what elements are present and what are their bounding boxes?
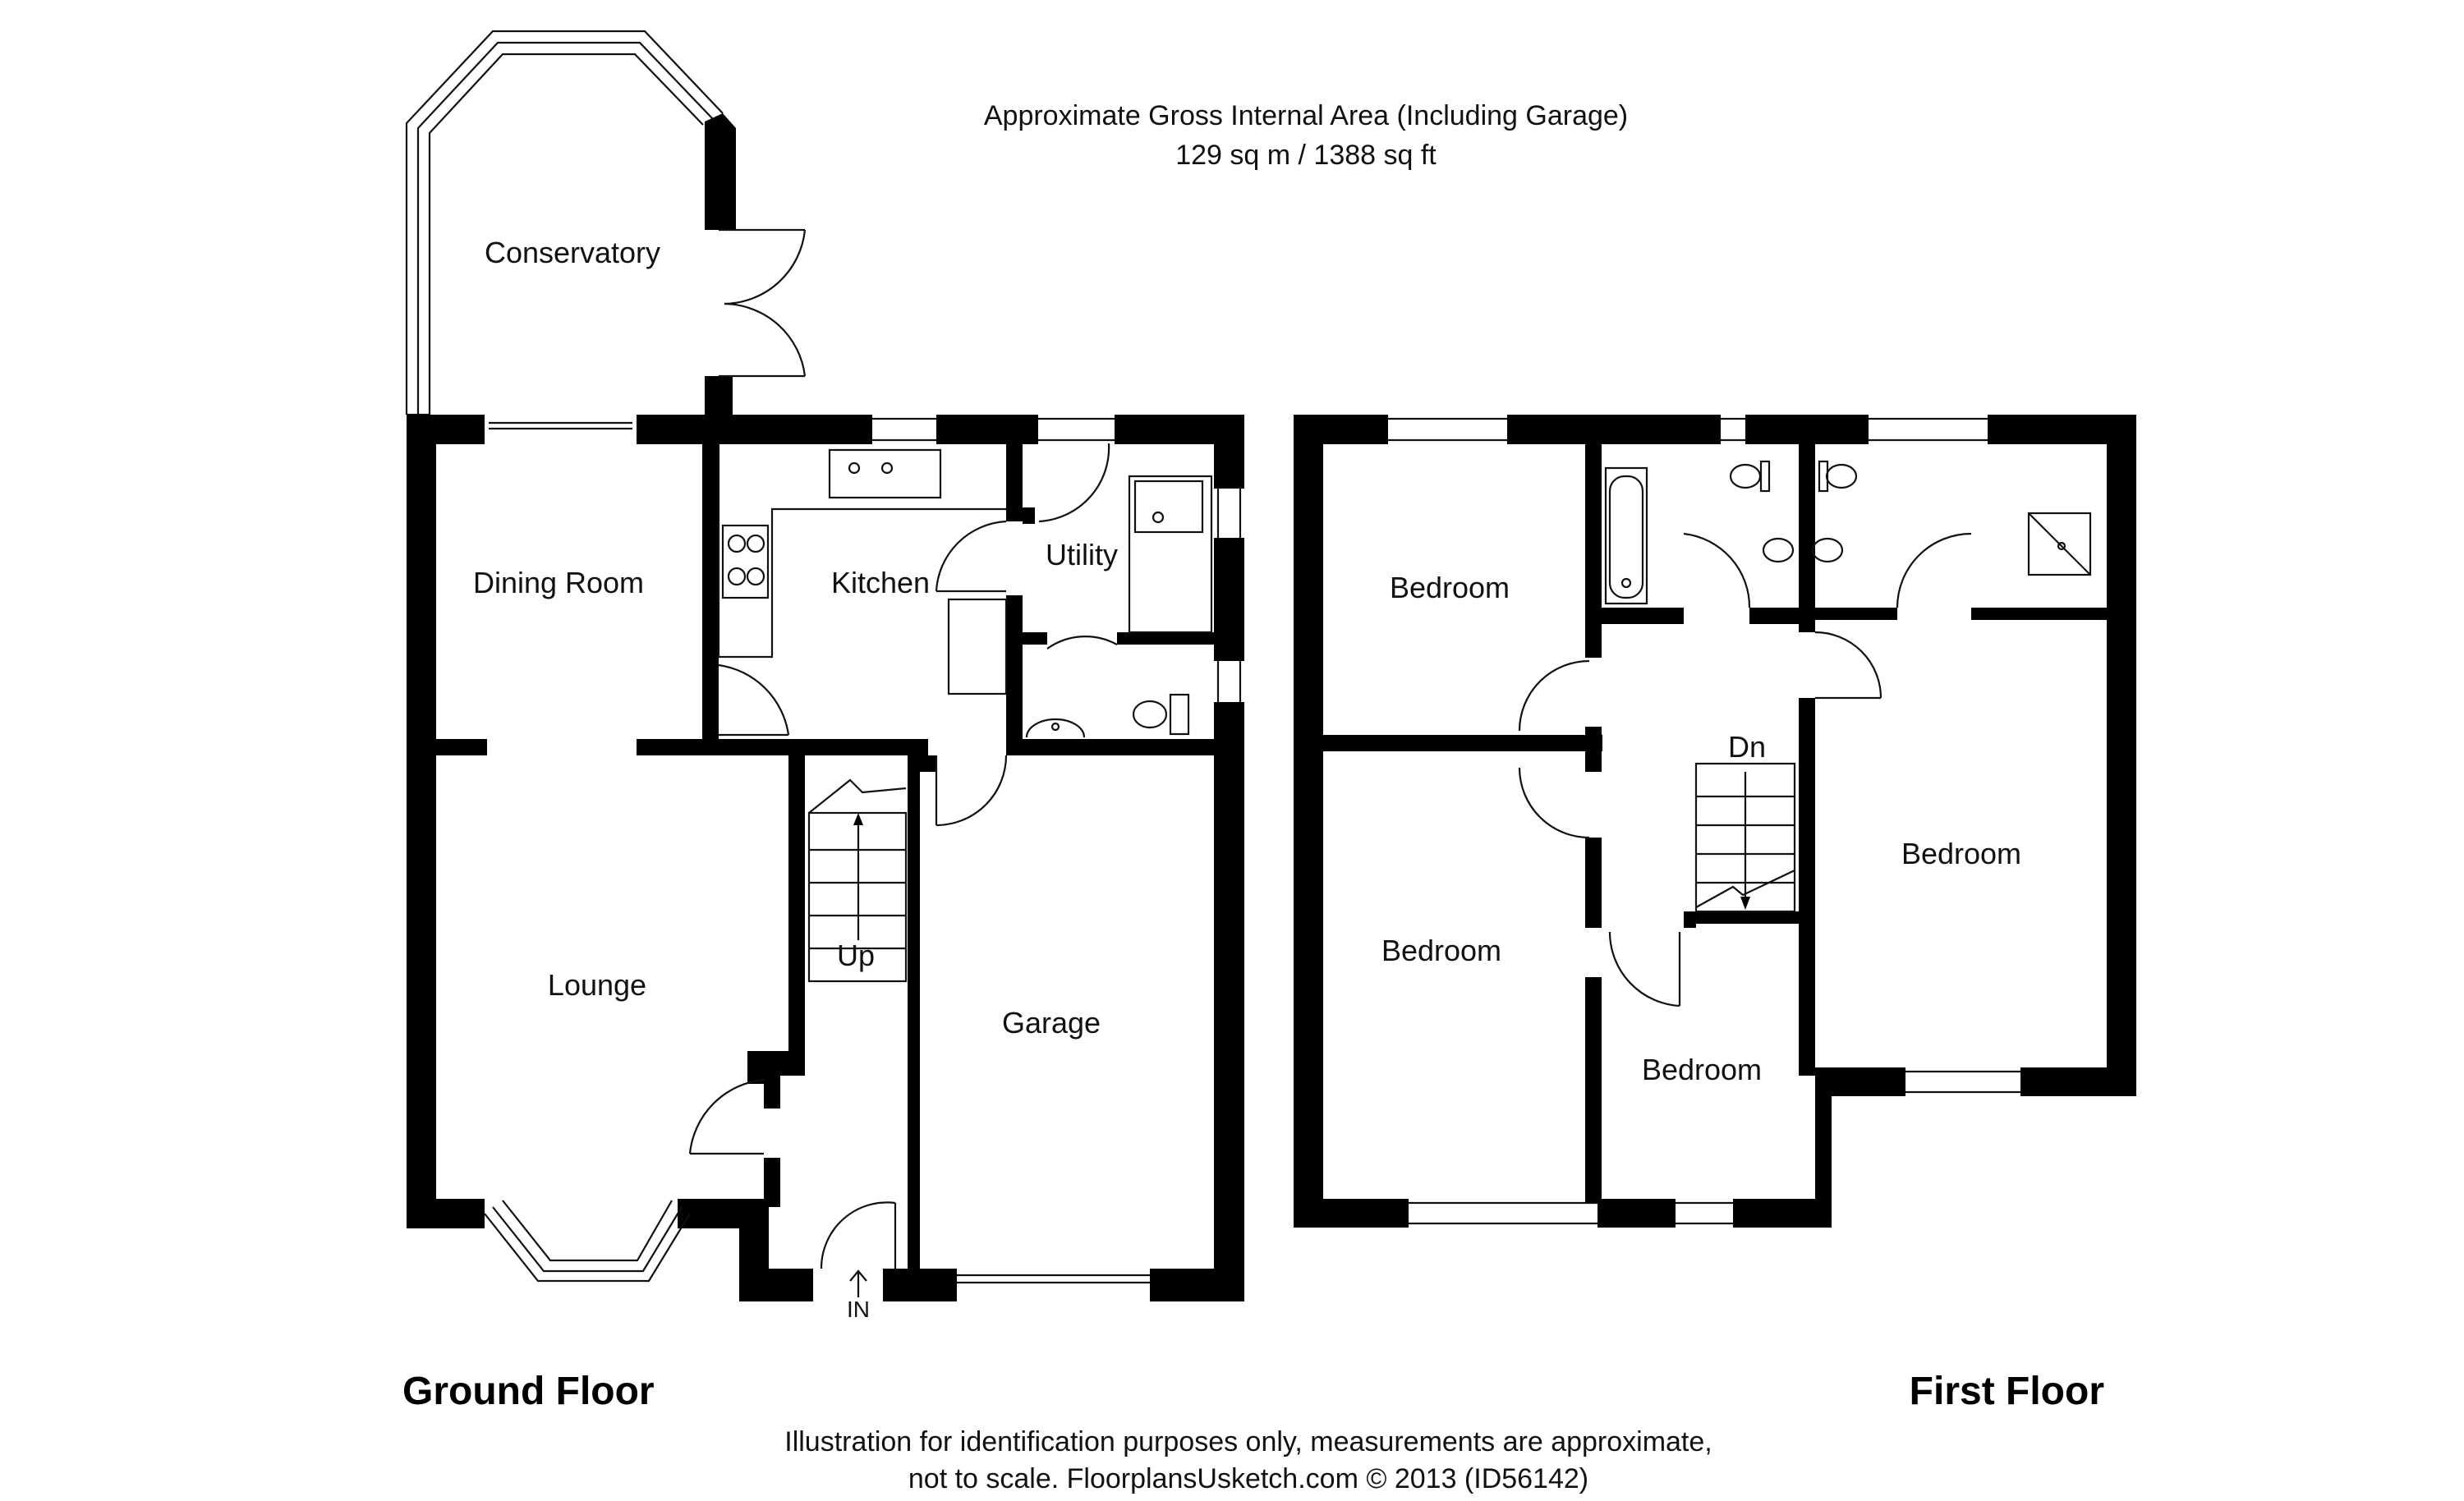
lounge-bay-window <box>484 1200 691 1283</box>
entrance-label: IN <box>847 1297 870 1322</box>
area-title: Approximate Gross Internal Area (Includi… <box>984 100 1628 131</box>
disclaimer-line-2: not to scale. FloorplansUsketch.com © 20… <box>908 1463 1588 1494</box>
kitchen-units <box>717 443 1008 695</box>
room-label-bedroom-middle: Bedroom <box>1642 1053 1762 1086</box>
room-label-lounge: Lounge <box>548 968 646 1002</box>
stairs-down <box>1694 762 1796 913</box>
bathroom-fixtures <box>1604 460 2092 605</box>
room-label-bedroom-right: Bedroom <box>1901 837 2021 870</box>
room-label-kitchen: Kitchen <box>831 566 930 599</box>
ground-floor-plan: Conservatory Dining Room Kitchen Utility… <box>402 30 1244 1413</box>
floor-title-ground: Ground Floor <box>402 1370 655 1413</box>
cloakroom-wc <box>1025 636 1190 738</box>
stairs-up <box>807 778 908 983</box>
room-label-dining-room: Dining Room <box>473 566 644 599</box>
conservatory-glazing <box>405 30 724 416</box>
room-label-bedroom-bottom-left: Bedroom <box>1381 934 1501 967</box>
room-label-bedroom-top-left: Bedroom <box>1390 571 1510 604</box>
stairs-label-dn: Dn <box>1728 730 1766 764</box>
utility-units <box>1128 475 1213 634</box>
area-value: 129 sq m / 1388 sq ft <box>1175 140 1437 171</box>
room-label-utility: Utility <box>1046 538 1118 571</box>
room-label-garage: Garage <box>1002 1006 1101 1040</box>
first-floor-plan: Bedroom Bedroom Bedroom Bedroom Dn First… <box>1294 415 2136 1413</box>
stairs-label-up: Up <box>837 939 875 972</box>
conservatory-french-doors <box>719 228 807 378</box>
room-label-conservatory: Conservatory <box>485 236 660 269</box>
floor-title-first: First Floor <box>1910 1370 2104 1413</box>
disclaimer-line-1: Illustration for identification purposes… <box>784 1426 1712 1457</box>
